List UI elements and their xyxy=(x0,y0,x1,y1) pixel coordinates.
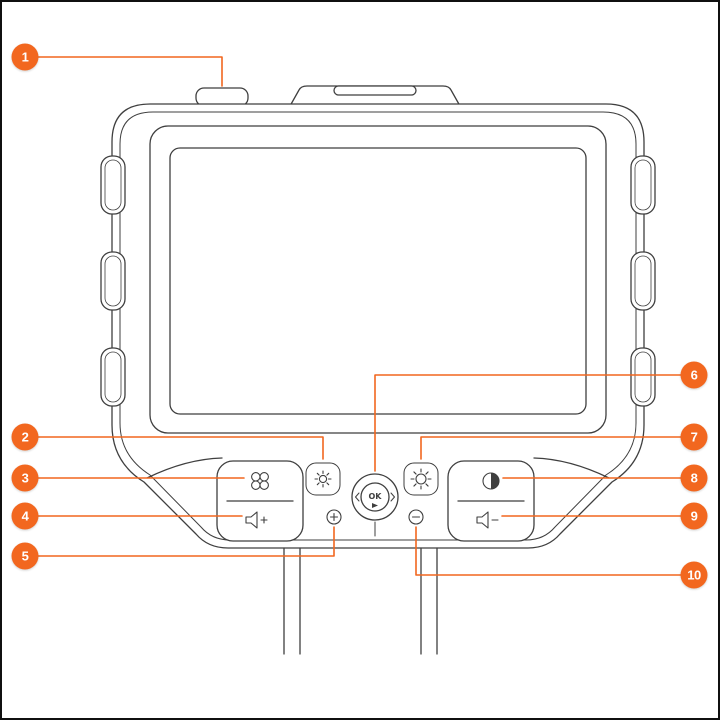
callout-badge-2: 2 xyxy=(11,423,39,451)
brightness-up-key xyxy=(403,462,439,496)
brightness-up-icon xyxy=(410,468,432,490)
leader-line-10 xyxy=(415,526,682,576)
brightness-down-icon xyxy=(314,470,332,488)
top-handle xyxy=(289,85,461,107)
contrast-key-icon xyxy=(482,472,500,490)
left-key-group xyxy=(216,460,304,542)
callout-badge-7: 7 xyxy=(680,423,708,451)
callout-badge-9: 9 xyxy=(680,502,708,530)
leader-line-2 xyxy=(37,436,324,460)
callout-leader-lines xyxy=(37,56,682,576)
zoom-out-icon xyxy=(408,509,424,525)
callout-badge-6: 6 xyxy=(680,361,708,389)
ok-label: OK xyxy=(369,492,383,501)
right-side-bumpers xyxy=(630,155,656,407)
callout-badge-8: 8 xyxy=(680,464,708,492)
ok-key xyxy=(351,473,399,521)
callout-badge-5: 5 xyxy=(11,542,39,570)
callout-badge-1: 1 xyxy=(11,43,39,71)
callout-badge-4: 4 xyxy=(11,502,39,530)
right-key-group xyxy=(447,460,535,542)
callout-badge-3: 3 xyxy=(11,464,39,492)
callout-badge-10: 10 xyxy=(680,561,708,589)
zoom-in-icon xyxy=(326,509,342,525)
volume-down-icon xyxy=(476,511,499,529)
volume-up-icon xyxy=(245,511,268,529)
freeze-key-icon xyxy=(251,472,269,490)
probe-tubes xyxy=(283,547,438,655)
leader-line-6 xyxy=(374,374,682,472)
left-side-bumpers xyxy=(100,155,126,407)
control-panel xyxy=(146,457,610,479)
leader-line-1 xyxy=(37,56,223,87)
brightness-down-key xyxy=(305,462,341,496)
screen xyxy=(149,125,607,434)
leader-line-5 xyxy=(37,526,335,557)
leader-line-7 xyxy=(420,436,682,460)
top-key xyxy=(195,87,249,107)
